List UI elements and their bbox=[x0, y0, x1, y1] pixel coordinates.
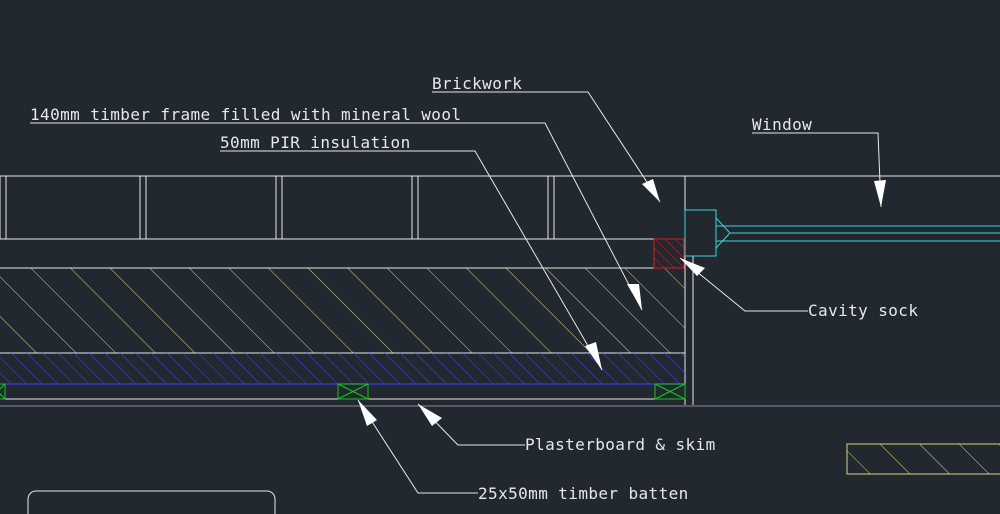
label-cavity-sock: Cavity sock bbox=[808, 301, 918, 320]
hatch-sample bbox=[846, 443, 1000, 475]
brickwork-course bbox=[0, 175, 1000, 240]
timber-frame-layer bbox=[0, 267, 685, 354]
label-brickwork: Brickwork bbox=[432, 74, 522, 93]
label-pir-insulation: 50mm PIR insulation bbox=[220, 133, 411, 152]
label-plasterboard: Plasterboard & skim bbox=[525, 435, 716, 454]
label-window: Window bbox=[752, 115, 812, 134]
label-timber-frame: 140mm timber frame filled with mineral w… bbox=[30, 105, 461, 124]
leader-arrowheads bbox=[358, 179, 886, 426]
title-box-edge bbox=[27, 490, 276, 514]
cavity-sock bbox=[653, 238, 685, 269]
window-frame bbox=[684, 209, 1000, 257]
pir-insulation-layer bbox=[0, 353, 685, 385]
label-timber-batten: 25x50mm timber batten bbox=[478, 484, 689, 503]
plasterboard-layer bbox=[0, 398, 1000, 407]
timber-battens bbox=[0, 383, 686, 400]
